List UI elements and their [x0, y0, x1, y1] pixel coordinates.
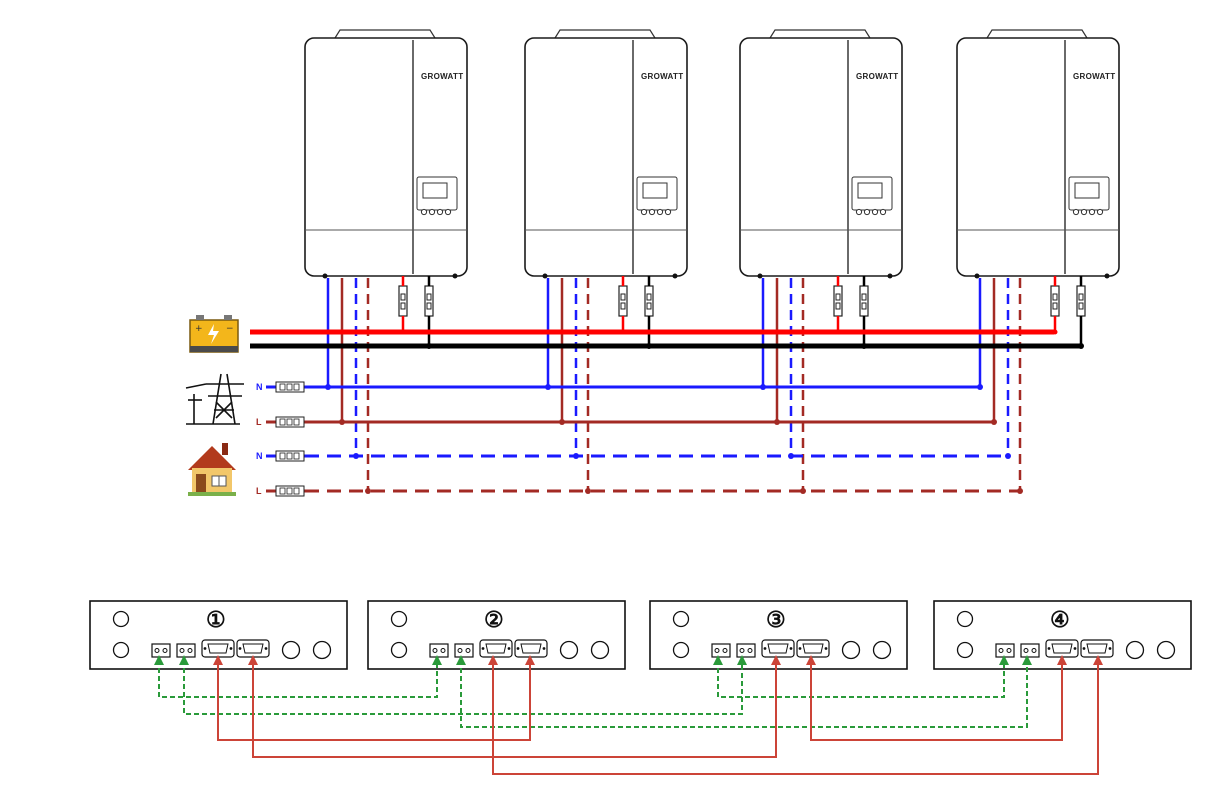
parallel-comm-cable: [248, 655, 781, 758]
lcd-button: [1088, 208, 1096, 216]
grid-neutral-label: N: [256, 382, 263, 392]
unit-number: ③: [766, 607, 786, 633]
lcd-screen: [857, 182, 883, 199]
mount-hole: [956, 610, 974, 628]
comm-panel-4: ④: [933, 600, 1192, 670]
inverter-body: [739, 37, 903, 277]
lcd-button: [863, 208, 871, 216]
port-hole: [841, 640, 861, 660]
brand-logo: GROWATT: [856, 72, 898, 81]
battery-icon: + −: [189, 315, 239, 353]
inverter-group: GROWATT GROWATT GROWATT GROWATT: [304, 29, 1120, 494]
lcd-button: [436, 208, 444, 216]
parallel-comm-cable: [213, 655, 535, 741]
mount-hole: [390, 610, 408, 628]
mount-hole: [112, 641, 130, 659]
inverter-body: [524, 37, 688, 277]
battery-positive-breaker: [1050, 285, 1060, 317]
current-share-cable: [154, 655, 442, 698]
lcd-button: [640, 208, 648, 216]
mount-hole: [390, 641, 408, 659]
load-neutral-label: N: [256, 451, 263, 461]
battery-positive-breaker: [833, 285, 843, 317]
port-hole: [1156, 640, 1176, 660]
mount-hole: [956, 641, 974, 659]
port-hole: [281, 640, 301, 660]
lcd-button: [648, 208, 656, 216]
communication-panels: ① ② ③ ④: [89, 600, 1192, 670]
brand-logo: GROWATT: [1073, 72, 1115, 81]
bus-wires: [250, 329, 1080, 493]
lcd-button: [656, 208, 664, 216]
comm-panel-1: ①: [89, 600, 348, 670]
lcd-screen: [642, 182, 668, 199]
svg-text:−: −: [226, 324, 234, 334]
battery-negative-breaker: [1076, 285, 1086, 317]
lcd-button: [1096, 208, 1104, 216]
inverter-body: [304, 37, 468, 277]
inverter-body: [956, 37, 1120, 277]
lcd-button: [855, 208, 863, 216]
lcd-button: [420, 208, 428, 216]
lcd-screen: [1074, 182, 1100, 199]
mount-hole: [672, 610, 690, 628]
port-hole: [590, 640, 610, 660]
battery-negative-breaker: [644, 285, 654, 317]
battery-negative-breaker: [859, 285, 869, 317]
lcd-button: [444, 208, 452, 216]
lcd-button: [428, 208, 436, 216]
mount-hole: [672, 641, 690, 659]
lcd-button: [871, 208, 879, 216]
current-share-cable: [456, 655, 1032, 728]
port-hole: [312, 640, 332, 660]
comm-panel-2: ②: [367, 600, 626, 670]
current-share-cable: [713, 655, 1009, 698]
source-labels: N L N L: [256, 382, 263, 496]
load-live-label: L: [256, 486, 262, 496]
house-icon: [188, 443, 236, 496]
unit-number: ①: [206, 607, 226, 633]
inverter-1: GROWATT: [304, 29, 468, 494]
grid-tower-icon: [185, 373, 244, 425]
lcd-button: [1072, 208, 1080, 216]
lcd-button: [879, 208, 887, 216]
unit-number: ②: [484, 607, 504, 633]
port-hole: [872, 640, 892, 660]
port-hole: [1125, 640, 1145, 660]
comm-panel-3: ③: [649, 600, 908, 670]
unit-number: ④: [1050, 607, 1070, 633]
inverter-3: GROWATT: [739, 29, 903, 494]
mount-hole: [112, 610, 130, 628]
communication-cables: [154, 655, 1103, 775]
lcd-screen: [422, 182, 448, 199]
brand-logo: GROWATT: [641, 72, 683, 81]
lcd-button: [1080, 208, 1088, 216]
parallel-comm-cable: [488, 655, 1103, 775]
inverter-2: GROWATT: [524, 29, 688, 494]
brand-logo: GROWATT: [421, 72, 463, 81]
battery-positive-breaker: [398, 285, 408, 317]
parallel-comm-cable: [806, 655, 1067, 741]
lcd-button: [664, 208, 672, 216]
port-hole: [559, 640, 579, 660]
inverter-4: GROWATT: [956, 29, 1120, 494]
current-share-cable: [179, 655, 747, 715]
grid-live-label: L: [256, 417, 262, 427]
source-breakers: [266, 381, 305, 497]
battery-positive-breaker: [618, 285, 628, 317]
battery-negative-breaker: [424, 285, 434, 317]
svg-text:+: +: [195, 324, 203, 334]
